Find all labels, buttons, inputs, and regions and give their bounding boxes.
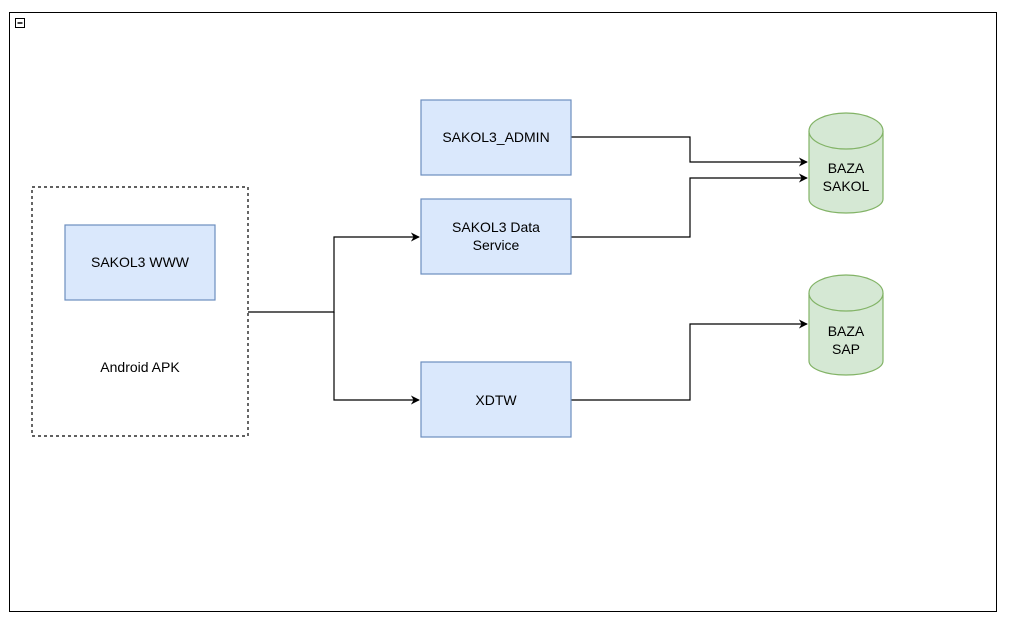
android-apk-group[interactable]: Android APK	[31, 186, 249, 437]
baza-sap-label-line2: SAP	[832, 341, 860, 357]
sakol3-admin-node[interactable]: SAKOL3_ADMIN	[420, 99, 572, 176]
baza-sap-database[interactable]: BAZA SAP	[808, 274, 884, 376]
collapse-icon[interactable]	[15, 18, 25, 28]
sakol3-data-service-node[interactable]: SAKOL3 Data Service	[420, 198, 572, 275]
sakol3-admin-label: SAKOL3_ADMIN	[442, 129, 549, 145]
sakol3-www-node[interactable]: SAKOL3 WWW	[64, 224, 216, 301]
edge-data-service-to-baza-sakol[interactable]	[571, 173, 808, 238]
sakol3-www-label: SAKOL3 WWW	[91, 254, 190, 270]
sakol3-data-service-label-line2: Service	[473, 237, 520, 253]
baza-sap-label-line1: BAZA	[828, 323, 865, 339]
sakol3-data-service-label-line1: SAKOL3 Data	[452, 219, 540, 235]
edge-admin-to-baza-sakol[interactable]	[571, 136, 808, 167]
xdtw-node[interactable]: XDTW	[420, 361, 572, 438]
baza-sakol-database[interactable]: BAZA SAKOL	[808, 112, 884, 214]
edge-apk-to-xdtw[interactable]	[333, 312, 420, 405]
baza-sakol-label-line1: BAZA	[828, 160, 865, 176]
android-apk-label: Android APK	[100, 359, 180, 375]
xdtw-label: XDTW	[475, 392, 517, 408]
edge-xdtw-to-baza-sap[interactable]	[571, 319, 808, 401]
edge-apk-to-data-service[interactable]	[248, 232, 420, 313]
baza-sakol-label-line2: SAKOL	[823, 178, 870, 194]
